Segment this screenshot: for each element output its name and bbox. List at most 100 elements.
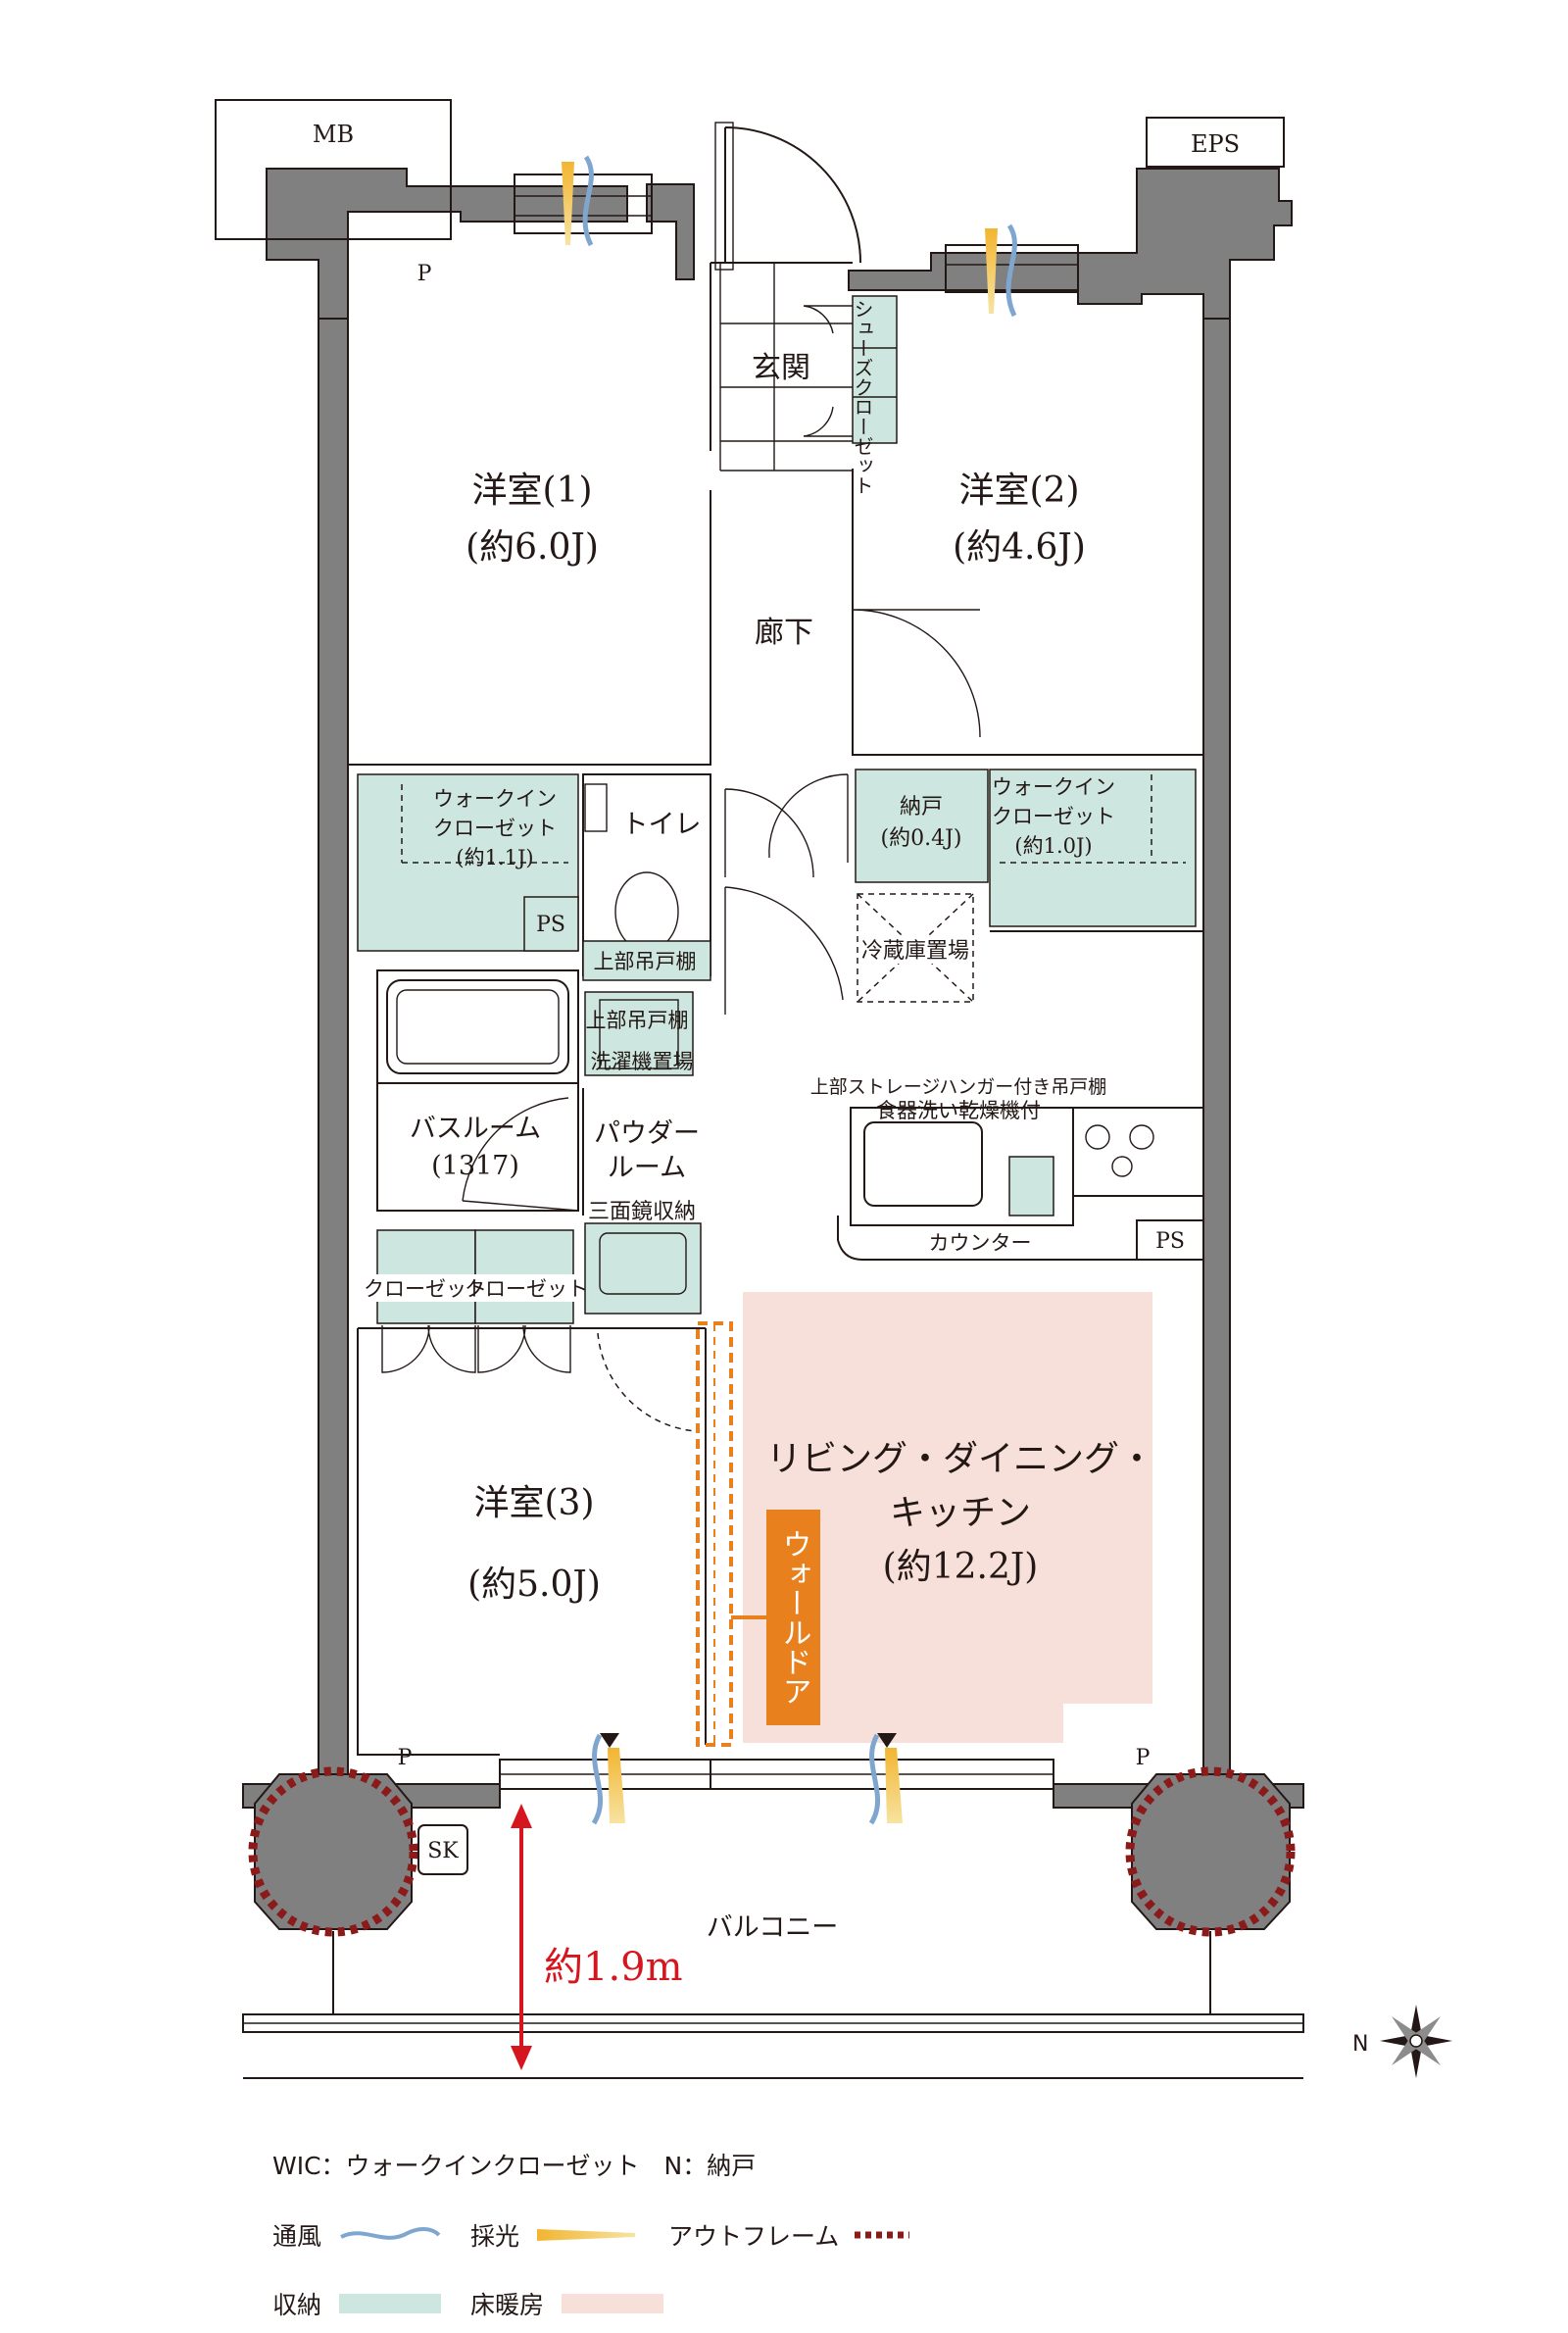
shoe-closet-label: シューズクローゼット — [851, 299, 874, 495]
closet-b-label: クローゼット — [465, 1277, 588, 1301]
ps-right-label: PS — [1155, 1229, 1185, 1254]
door-hall-lower — [768, 773, 849, 863]
floor-heating-area — [743, 1292, 1152, 1743]
front-door — [724, 126, 861, 264]
dishwasher — [1008, 1156, 1054, 1216]
bathroom-size: (1317) — [431, 1151, 519, 1181]
outframe-swatch-icon — [855, 2231, 910, 2239]
wall-door-badge — [766, 1510, 820, 1725]
mb-label: MB — [313, 121, 354, 148]
closet-a-label: クローゼット — [364, 1277, 487, 1301]
ventilation-marker-room3 — [591, 1733, 604, 1825]
wic2-line2: クローゼット — [992, 805, 1115, 828]
western3-name: 洋室(3) — [474, 1483, 595, 1523]
lighting-marker-room3 — [608, 1748, 625, 1823]
column-bottom-left — [254, 1773, 413, 1930]
toilet-label: トイレ — [622, 810, 702, 840]
p-bottom-right: P — [1136, 1746, 1151, 1770]
ldk-line1: リビング・ダイニング・ — [766, 1439, 1154, 1479]
window-room2 — [945, 244, 1079, 293]
legend-row-areas: 収納 床暖房 — [272, 2284, 693, 2323]
mirror-storage: 三面鏡収納 — [588, 1200, 696, 1224]
p-top-left: P — [417, 262, 432, 286]
wic-right — [989, 769, 1197, 927]
fridge-space — [857, 893, 974, 1003]
wic2-size: (約1.0J) — [1014, 834, 1092, 858]
bathroom-name: バスルーム — [410, 1114, 541, 1144]
north-label: N — [1352, 2032, 1368, 2057]
vanity — [584, 1222, 702, 1315]
kitchen-note2: 食器洗い乾燥機付 — [876, 1099, 1041, 1122]
outframe-right — [1125, 1766, 1296, 1937]
stove-icon — [1085, 1124, 1154, 1177]
legend-floor-heating: 床暖房 — [470, 2291, 545, 2319]
column-top-right — [848, 168, 1293, 320]
western2-name: 洋室(2) — [959, 471, 1080, 511]
western3-size: (約5.0J) — [467, 1564, 601, 1605]
entrance-floor — [719, 263, 853, 472]
sk-sink — [417, 1824, 468, 1875]
wall-door-label: ウォールドア — [777, 1529, 811, 1706]
wic1-line2: クローゼット — [433, 817, 557, 840]
ventilation-swatch-icon — [340, 2226, 441, 2240]
counter-label: カウンター — [929, 1231, 1032, 1255]
storage-n — [855, 769, 989, 883]
wic1-line1: ウォークイン — [433, 787, 557, 811]
kitchen-note1: 上部ストレージハンガー付き吊戸棚 — [810, 1076, 1106, 1098]
p-bottom-left: P — [398, 1746, 413, 1770]
entrance-label: 玄関 — [752, 351, 810, 385]
toilet-bowl — [614, 871, 679, 952]
western1-size: (約6.0J) — [466, 527, 599, 568]
kitchen-upper-cabinet — [1072, 1107, 1204, 1197]
washer-label: 洗濯機置場 — [591, 1050, 694, 1073]
lighting-marker-room1 — [562, 162, 574, 245]
legend-row-markers: 通風 採光 アウトフレーム — [272, 2215, 911, 2255]
column-bottom-right — [1131, 1773, 1291, 1930]
legend-row-abbrev: WIC：ウォークインクローゼット N：納戸 — [272, 2145, 756, 2184]
outframe-left — [248, 1766, 418, 1937]
western1-name: 洋室(1) — [472, 471, 593, 511]
balcony-depth: 約1.9m — [544, 1945, 683, 1990]
kitchen-sink — [863, 1121, 983, 1207]
legend-ventilation: 通風 — [272, 2222, 322, 2251]
lighting-swatch-icon — [537, 2229, 636, 2241]
storage-name: 納戸 — [900, 795, 943, 819]
wall-top-mid — [646, 183, 695, 280]
western2-size: (約4.6J) — [953, 527, 1086, 568]
lighting-marker-room2 — [985, 228, 998, 314]
eps-label: EPS — [1191, 130, 1240, 158]
mb-box — [215, 99, 452, 240]
upper-cabinet-toilet: 上部吊戸棚 — [594, 950, 697, 973]
exterior-wall-right — [1202, 293, 1231, 1785]
fridge-label: 冷蔵庫置場 — [861, 939, 969, 964]
door-room2 — [852, 609, 981, 755]
exterior-wall-left — [318, 293, 349, 1785]
kitchen-sink-counter — [850, 1107, 1074, 1226]
storage-size: (約0.4J) — [881, 826, 962, 851]
column-top-left — [266, 168, 628, 320]
lighting-marker-ldk — [885, 1748, 903, 1823]
ps-left-label: PS — [536, 913, 565, 937]
balcony-label: バルコニー — [707, 1912, 838, 1943]
door-toilet — [724, 788, 814, 878]
ventilation-marker-room2 — [1005, 223, 1017, 318]
legend-abbreviations: WIC：ウォークインクローゼット N：納戸 — [272, 2152, 757, 2180]
legend-lighting: 採光 — [470, 2222, 520, 2251]
legend-outframe: アウトフレーム — [668, 2222, 840, 2251]
upper-cabinet-laundry: 上部吊戸棚 — [586, 1009, 689, 1032]
powder-line2: ルーム — [608, 1153, 686, 1183]
legend-storage: 収納 — [272, 2291, 322, 2319]
ldk-size: (約12.2J) — [883, 1547, 1039, 1587]
bathroom — [376, 969, 579, 1212]
eps-box — [1146, 117, 1285, 168]
floor-heating-swatch — [562, 2294, 664, 2313]
hallway-label: 廊下 — [755, 616, 813, 650]
bathtub — [386, 979, 569, 1074]
compass-icon — [1380, 2005, 1452, 2078]
ldk-line2: キッチン — [890, 1493, 1031, 1533]
powder-line1: パウダー — [594, 1118, 700, 1149]
wic1-size: (約1.1J) — [456, 846, 533, 869]
storage-swatch — [339, 2294, 442, 2313]
ventilation-marker-ldk — [868, 1733, 881, 1825]
wic2-line1: ウォークイン — [992, 775, 1115, 799]
